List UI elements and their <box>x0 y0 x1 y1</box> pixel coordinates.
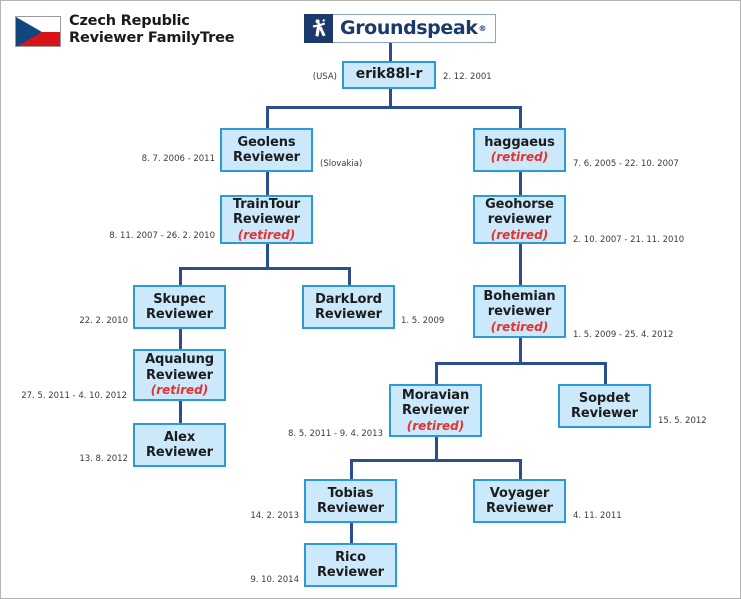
node-name: Skupec Reviewer <box>145 291 213 323</box>
connector-aqualung-to-alex <box>179 401 182 423</box>
caption-alex-left: 13. 8. 2012 <box>79 454 128 464</box>
caption-erik88l-r-left: (USA) <box>312 72 337 82</box>
connector-geolens-to-traintour <box>266 172 269 195</box>
connector-tobias-to-rico <box>350 523 353 543</box>
node-name: Aqualung Reviewer <box>145 352 214 383</box>
connector-to-sopdet <box>604 362 607 384</box>
node-erik88l-r[interactable]: erik88l-r <box>342 61 436 89</box>
node-alex[interactable]: Alex Reviewer <box>133 423 226 467</box>
connector-moravian-bus <box>350 459 522 462</box>
node-tobias[interactable]: Tobias Reviewer <box>304 479 397 523</box>
node-skupec[interactable]: Skupec Reviewer <box>133 285 226 329</box>
registered-trademark-icon: ® <box>478 24 487 33</box>
node-name: Tobias Reviewer <box>316 485 384 517</box>
node-rico[interactable]: Rico Reviewer <box>304 543 397 587</box>
connector-bohemian-down <box>519 338 522 362</box>
node-geohorse[interactable]: Geohorse reviewer (retired) <box>473 195 566 244</box>
node-retired-label: (retired) <box>490 319 549 334</box>
node-sopdet[interactable]: Sopdet Reviewer <box>558 384 651 428</box>
node-name: Rico Reviewer <box>316 549 384 581</box>
node-name: TrainTour Reviewer <box>232 196 301 228</box>
node-retired-label: (retired) <box>150 383 209 397</box>
connector-erik-bus <box>266 106 522 109</box>
caption-haggaeus-right: 7. 6. 2005 - 22. 10. 2007 <box>573 159 679 169</box>
node-name: Geohorse reviewer <box>485 196 554 228</box>
node-name: Moravian Reviewer <box>401 387 470 419</box>
node-name: haggaeus <box>484 134 555 150</box>
connector-logo-to-erik <box>389 43 392 61</box>
connector-bohemian-bus <box>435 362 607 365</box>
groundspeak-figure-logo-icon <box>304 14 333 43</box>
caption-tobias-left: 14. 2. 2013 <box>250 511 299 521</box>
node-retired-label: (retired) <box>490 150 549 165</box>
connector-to-geolens <box>266 106 269 128</box>
page-title: Czech Republic Reviewer FamilyTree <box>69 13 235 46</box>
node-name: Alex Reviewer <box>145 429 213 461</box>
caption-traintour-left: 8. 11. 2007 - 26. 2. 2010 <box>109 231 215 241</box>
connector-to-skupec <box>179 267 182 285</box>
node-retired-label: (retired) <box>490 227 549 242</box>
caption-moravian-left: 8. 5. 2011 - 9. 4. 2013 <box>288 429 383 439</box>
node-name: Bohemian reviewer <box>483 288 556 320</box>
connector-moravian-down <box>435 437 438 459</box>
caption-darklord-right: 1. 5. 2009 <box>401 316 445 326</box>
czech-republic-flag-icon <box>15 16 61 47</box>
connector-haggaeus-to-geohorse <box>519 172 522 195</box>
connector-to-darklord <box>348 267 351 285</box>
node-bohemian[interactable]: Bohemian reviewer (retired) <box>473 285 566 338</box>
node-geolens[interactable]: Geolens Reviewer <box>220 128 313 172</box>
connector-geohorse-to-bohemian <box>519 244 522 285</box>
connector-traintour-bus <box>179 267 351 270</box>
connector-to-tobias <box>350 459 353 479</box>
caption-geolens-right: (Slovakia) <box>320 159 363 169</box>
node-retired-label: (retired) <box>237 227 296 242</box>
node-haggaeus[interactable]: haggaeus (retired) <box>473 128 566 172</box>
node-name: Sopdet Reviewer <box>570 390 638 422</box>
caption-skupec-left: 22. 2. 2010 <box>79 316 128 326</box>
connector-erik-down <box>389 89 392 106</box>
caption-geolens-left: 8. 7. 2006 - 2011 <box>141 154 215 164</box>
connector-skupec-to-aqualung <box>179 329 182 349</box>
node-name: DarkLord Reviewer <box>314 291 382 323</box>
node-name: Geolens Reviewer <box>232 134 300 166</box>
node-name: erik88l-r <box>355 66 423 83</box>
groundspeak-logo: Groundspeak® <box>304 14 496 43</box>
connector-to-haggaeus <box>519 106 522 128</box>
node-aqualung[interactable]: Aqualung Reviewer (retired) <box>133 349 226 401</box>
caption-erik88l-r-right: 2. 12. 2001 <box>443 72 492 82</box>
groundspeak-wordmark: Groundspeak® <box>333 14 496 43</box>
caption-geohorse-right: 2. 10. 2007 - 21. 11. 2010 <box>573 235 685 245</box>
connector-to-moravian <box>435 362 438 384</box>
node-retired-label: (retired) <box>406 418 465 433</box>
node-moravian[interactable]: Moravian Reviewer (retired) <box>389 384 482 437</box>
connector-traintour-down <box>266 244 269 267</box>
node-traintour[interactable]: TrainTour Reviewer (retired) <box>220 195 313 244</box>
caption-voyager-right: 4. 11. 2011 <box>573 511 622 521</box>
caption-aqualung-left: 27. 5. 2011 - 4. 10. 2012 <box>21 391 127 401</box>
node-darklord[interactable]: DarkLord Reviewer <box>302 285 395 329</box>
node-voyager[interactable]: Voyager Reviewer <box>473 479 566 523</box>
caption-rico-left: 9. 10. 2014 <box>250 575 299 585</box>
caption-sopdet-right: 15. 5. 2012 <box>658 416 707 426</box>
connector-to-voyager <box>519 459 522 479</box>
groundspeak-wordmark-text: Groundspeak <box>340 17 478 39</box>
caption-bohemian-right: 1. 5. 2009 - 25. 4. 2012 <box>573 330 674 340</box>
node-name: Voyager Reviewer <box>485 485 553 517</box>
